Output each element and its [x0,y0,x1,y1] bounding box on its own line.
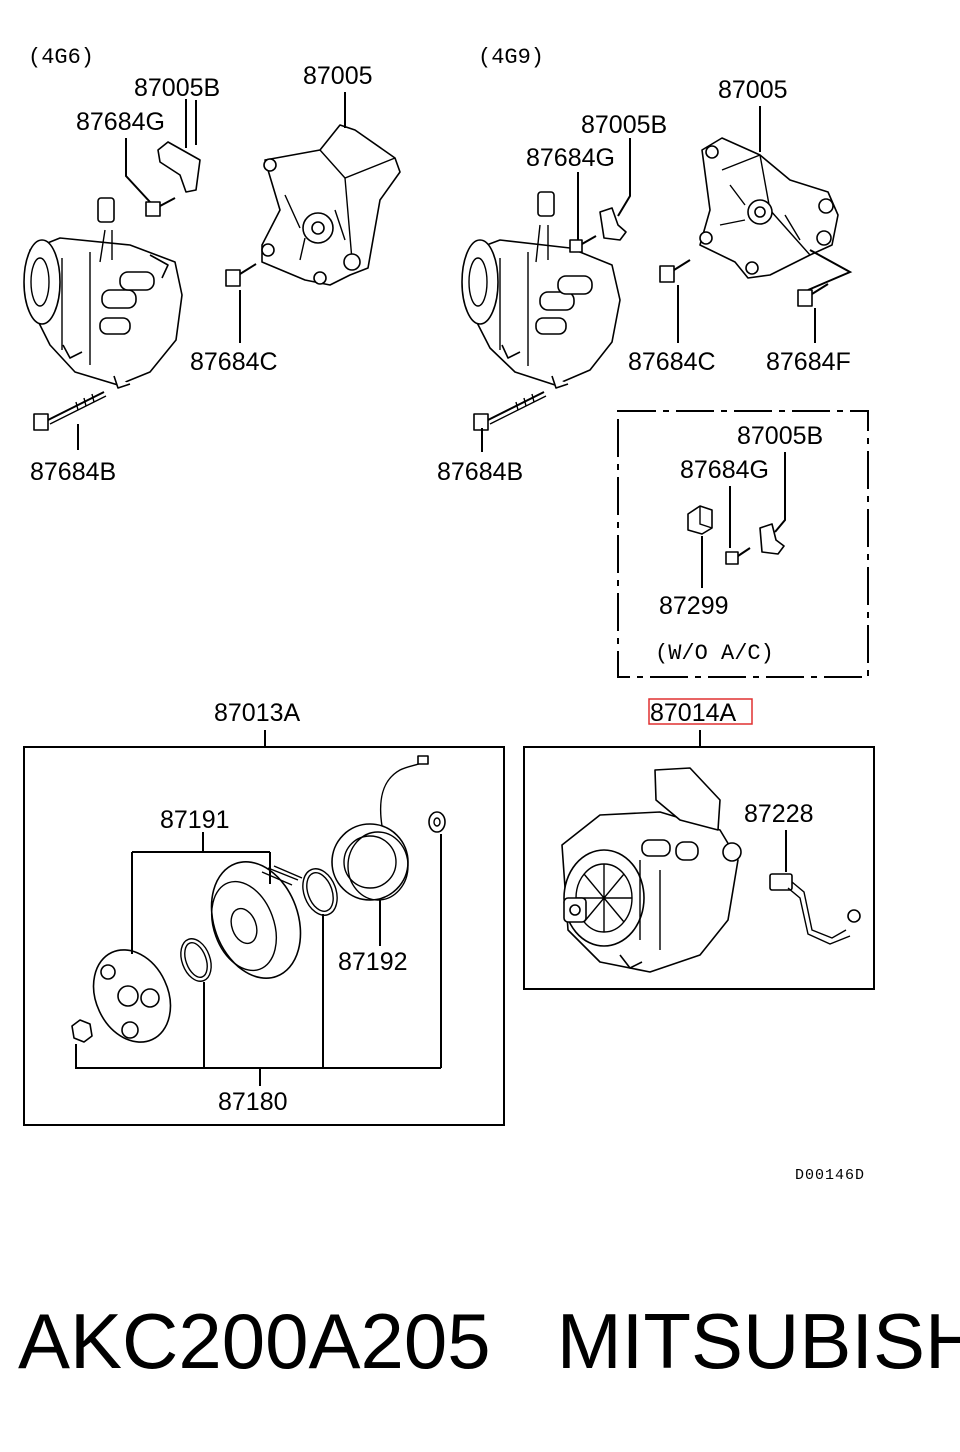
bolt-87684b-right-drawing [473,391,547,431]
brand-name: MITSUBISHI [556,1297,960,1385]
label-87192: 87192 [338,948,408,976]
leader-87005b-right [617,138,631,217]
label-87684c-left: 87684C [190,348,278,376]
bolt-87684f-right-drawing [797,283,829,307]
clutch-parts-drawing [71,755,446,1043]
highlight-87014a [648,698,753,725]
bolt-87684g-right-drawing [569,235,597,253]
label-87005-left: 87005 [303,62,373,90]
group-label-4g6: (4G6) [28,45,94,70]
leader-87191 [131,832,271,954]
parts-diagram: (4G6) [23,45,875,1184]
bolt-87684c-left-drawing [225,263,257,287]
group-label-wo-ac: (W/O A/C) [655,641,774,666]
bolt-87684g-box-drawing [725,547,751,565]
bolt-87684c-right-drawing [659,259,691,283]
leader-87005b-box [774,452,786,533]
bracket-87005-left-drawing [261,124,401,286]
without-ac-box [617,410,869,678]
connector-87299-box-drawing [687,505,713,535]
bolt-87684g-left-drawing [145,197,176,217]
bracket-87005b-box-drawing [759,523,785,555]
label-87299-box: 87299 [659,592,729,620]
label-87005b-left: 87005B [134,74,220,102]
leader-87180 [75,834,442,1086]
harness-87228-drawing [769,873,861,945]
bracket-tie-line [807,249,853,291]
compressor-assembly-box [523,746,875,990]
label-87684c-right: 87684C [628,348,716,376]
leader-87684g-left [125,138,151,203]
group-label-4g9: (4G9) [478,45,544,70]
footer-caption: AKC200A205 MITSUBISHI [18,1296,960,1386]
label-87180: 87180 [218,1088,288,1116]
bolt-87684b-left-drawing [33,391,107,431]
compressor-4g9-drawing [461,191,621,389]
clutch-assembly-box [23,746,505,1126]
leader-87005b-left [185,99,197,148]
bracket-87005-right-drawing [699,137,839,279]
label-87191: 87191 [160,806,230,834]
label-87228: 87228 [744,800,814,828]
bracket-87005b-left-drawing [157,141,201,193]
bracket-87005b-right-drawing [599,207,627,241]
label-87684g-box: 87684G [680,456,769,484]
label-87684g-left: 87684G [76,108,165,136]
label-87005b-box: 87005B [737,422,823,450]
label-87684b-left: 87684B [30,458,116,486]
label-87684g-right: 87684G [526,144,615,172]
label-87684f-right: 87684F [766,348,851,376]
label-87684b-right: 87684B [437,458,523,486]
label-87013a: 87013A [214,699,301,727]
part-number: AKC200A205 [18,1297,491,1385]
compressor-87014a-drawing [561,767,742,973]
compressor-4g6-drawing [23,197,183,389]
label-87005-right: 87005 [718,76,788,104]
drawing-code: D00146D [795,1167,865,1184]
label-87014a[interactable]: 87014A [650,699,737,727]
label-87005b-right: 87005B [581,111,667,139]
